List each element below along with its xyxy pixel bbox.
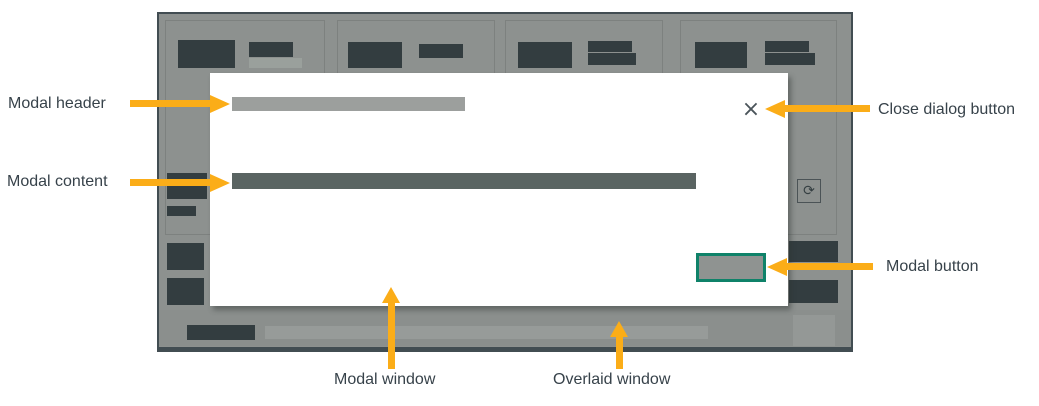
refresh-icon: ⟳ <box>803 182 815 199</box>
placeholder-bar-light <box>249 58 302 68</box>
footer-block <box>187 325 255 340</box>
annotation-overlaid-window: Overlaid window <box>553 371 671 388</box>
footer-bar <box>265 326 708 339</box>
modal-content-arrow-shaft <box>130 179 210 186</box>
placeholder-block <box>518 42 572 68</box>
close-dialog-arrow-head <box>765 100 785 118</box>
modal-content-arrow-head <box>210 174 230 192</box>
modal-button[interactable] <box>696 253 766 282</box>
placeholder-bar <box>765 41 809 52</box>
placeholder-bar <box>419 44 463 58</box>
modal-content-placeholder <box>232 173 696 189</box>
placeholder-bar <box>249 42 293 57</box>
modal-header-arrow-head <box>210 95 230 113</box>
placeholder-block <box>348 42 402 68</box>
placeholder-bar <box>765 53 815 65</box>
placeholder-block <box>167 278 204 305</box>
annotation-close-dialog: Close dialog button <box>878 101 1015 118</box>
modal-window: × <box>210 73 788 306</box>
close-dialog-arrow-shaft <box>785 105 870 112</box>
placeholder-block <box>789 241 838 262</box>
placeholder-bar <box>167 206 196 216</box>
modal-button-arrow-shaft <box>787 263 873 270</box>
placeholder-bar <box>588 53 636 65</box>
placeholder-block <box>178 40 235 68</box>
footer-patch <box>793 315 835 346</box>
modal-button-arrow-head <box>767 258 787 276</box>
annotation-modal-content: Modal content <box>7 173 108 190</box>
overlaid-window-arrow-shaft <box>616 337 623 369</box>
placeholder-block <box>789 280 838 303</box>
annotation-modal-header: Modal header <box>8 95 106 112</box>
close-dialog-button[interactable]: × <box>737 96 765 124</box>
modal-window-arrow-head <box>382 287 400 303</box>
annotation-modal-window: Modal window <box>334 371 436 388</box>
modal-window-arrow-shaft <box>388 303 395 369</box>
placeholder-block <box>167 243 204 270</box>
refresh-button[interactable]: ⟳ <box>797 179 821 203</box>
placeholder-block <box>167 173 207 199</box>
modal-header-placeholder <box>232 97 465 111</box>
overlaid-window-arrow-head <box>610 321 628 337</box>
annotation-modal-button: Modal button <box>886 258 979 275</box>
placeholder-block <box>695 42 747 68</box>
placeholder-bar <box>588 41 632 52</box>
modal-header-arrow-shaft <box>130 100 210 107</box>
close-icon: × <box>741 97 761 122</box>
